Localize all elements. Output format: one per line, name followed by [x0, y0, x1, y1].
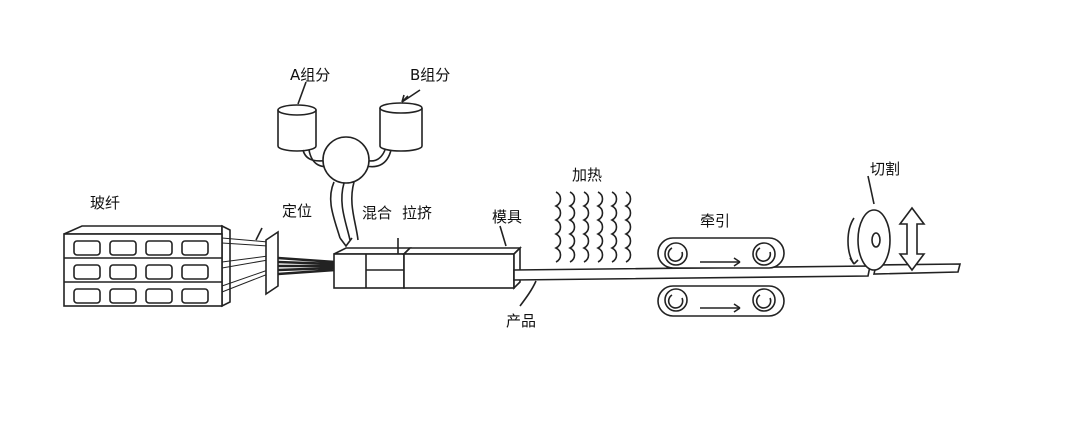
fiber-strands — [221, 237, 336, 293]
cut-direction-arrow — [898, 206, 926, 272]
leader-a — [297, 81, 307, 105]
resin-tank-b — [379, 102, 423, 152]
fiber-spool — [181, 240, 209, 256]
mold — [402, 246, 522, 290]
heat-wave — [554, 191, 562, 263]
fiber-spool — [145, 288, 173, 304]
glass-fiber-creel — [63, 224, 231, 308]
positioning-plate — [255, 227, 279, 296]
fiber-spool — [145, 240, 173, 256]
leader-cut — [867, 175, 875, 205]
label-cutting: 切割 — [870, 160, 900, 178]
fiber-spool — [181, 264, 209, 280]
label-traction: 牵引 — [700, 212, 730, 230]
label-component-b: B组分 — [410, 66, 450, 84]
leader-mold — [499, 225, 507, 247]
label-component-a: A组分 — [290, 66, 330, 84]
label-glass-fiber: 玻纤 — [90, 194, 120, 212]
fiber-spool — [73, 288, 101, 304]
heat-wave — [596, 191, 604, 263]
traction-upper — [657, 237, 785, 269]
heat-wave — [624, 191, 632, 263]
cutting-saw — [847, 209, 891, 271]
fiber-spool — [109, 288, 137, 304]
traction-lower — [657, 285, 785, 317]
fiber-spool — [109, 240, 137, 256]
heat-wave — [582, 191, 590, 263]
fiber-spool — [145, 264, 173, 280]
fiber-spool — [109, 264, 137, 280]
heat-wave — [610, 191, 618, 263]
fiber-spool — [73, 240, 101, 256]
resin-feed-pipes — [302, 136, 392, 248]
mixing-pump — [322, 136, 370, 184]
label-pulling-extrusion: 拉挤 — [402, 204, 432, 222]
fiber-spool — [73, 264, 101, 280]
label-mold: 模具 — [492, 208, 522, 226]
label-positioning: 定位 — [282, 202, 312, 220]
heating-waves — [554, 191, 632, 263]
label-mixing: 混合 — [362, 204, 392, 222]
label-product: 产品 — [506, 312, 536, 330]
fiber-spool — [181, 288, 209, 304]
label-heating: 加热 — [572, 166, 602, 184]
heat-wave — [568, 191, 576, 263]
resin-tank-a — [277, 104, 317, 152]
